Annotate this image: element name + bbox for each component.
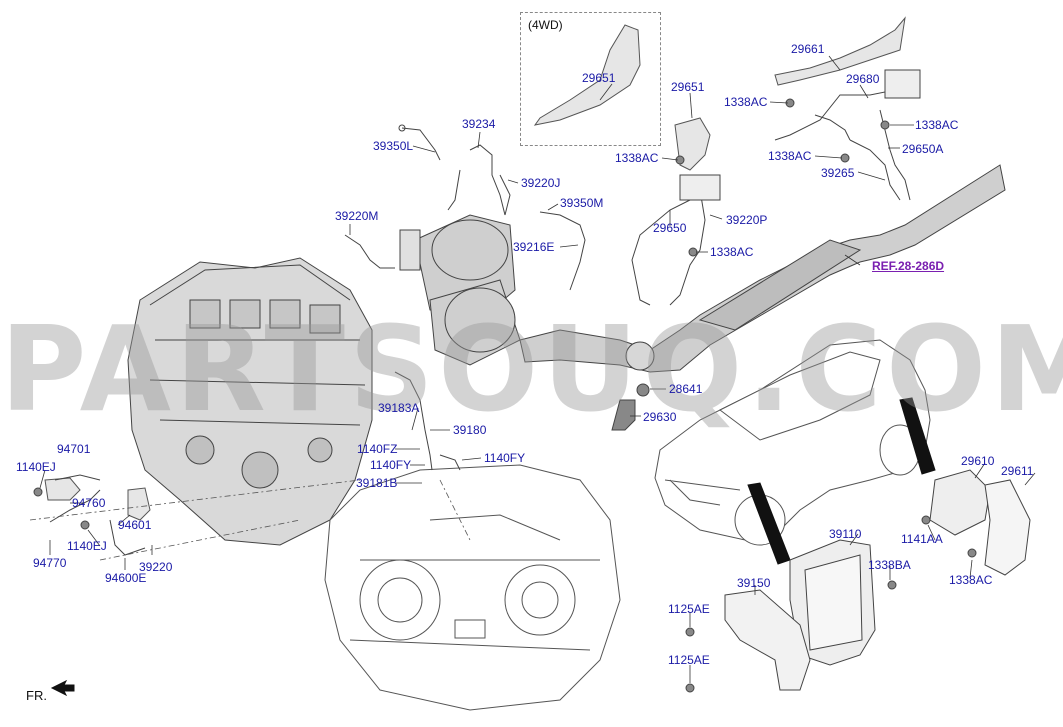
part-label-1140fy[interactable]: 1140FY	[370, 458, 412, 472]
part-label-29680[interactable]: 29680	[846, 72, 880, 86]
part-label-29661[interactable]: 29661	[791, 42, 825, 56]
location-callouts	[747, 397, 936, 565]
part-label-39110[interactable]: 39110	[829, 527, 862, 541]
catalytic-converter	[399, 214, 521, 366]
front-direction-label: FR.	[26, 688, 47, 703]
part-label-39180[interactable]: 39180	[453, 423, 487, 437]
part-label-29650a[interactable]: 29650A	[902, 142, 944, 156]
part-label-1140ej[interactable]: 1140EJ	[16, 460, 56, 474]
part-label-94601[interactable]: 94601	[118, 518, 152, 532]
leader-lines	[39, 55, 1036, 683]
part-label-39350m[interactable]: 39350M	[560, 196, 604, 210]
part-label-1338ac[interactable]: 1338AC	[768, 149, 812, 163]
part-label-1125ae[interactable]: 1125AE	[668, 602, 710, 616]
part-label-1125ae[interactable]: 1125AE	[668, 653, 710, 667]
ecu-bracket	[724, 589, 811, 691]
part-label-1140fy[interactable]: 1140FY	[484, 451, 526, 465]
part-label-94600e[interactable]: 94600E	[105, 571, 147, 585]
vehicle-outline	[654, 339, 931, 546]
part-label-1338ac[interactable]: 1338AC	[615, 151, 659, 165]
guide-lines	[29, 479, 471, 561]
part-label-1338ba[interactable]: 1338BA	[868, 558, 911, 572]
part-label-39234[interactable]: 39234	[462, 117, 496, 131]
part-label-94770[interactable]: 94770	[33, 556, 67, 570]
part-label-39150[interactable]: 39150	[737, 576, 771, 590]
part-label-1338ac[interactable]: 1338AC	[710, 245, 754, 259]
part-label-94760[interactable]: 94760	[72, 496, 106, 510]
sensor-brackets	[44, 16, 906, 521]
part-label-39216e[interactable]: 39216E	[513, 240, 555, 254]
bolts	[33, 98, 977, 693]
4wd-variant-box	[520, 12, 661, 146]
part-label-39220m[interactable]: 39220M	[335, 209, 379, 223]
part-label-39220j[interactable]: 39220J	[521, 176, 561, 190]
part-label-28641[interactable]: 28641	[669, 382, 703, 396]
front-arrow-icon	[50, 679, 75, 697]
part-label-29651[interactable]: 29651	[671, 80, 705, 94]
part-label-29610[interactable]: 29610	[961, 454, 995, 468]
ecu-module	[789, 539, 876, 666]
transmission	[324, 464, 621, 711]
control-unit	[929, 469, 1031, 576]
part-label-1338ac[interactable]: 1338AC	[915, 118, 959, 132]
part-label-39350l[interactable]: 39350L	[373, 139, 414, 153]
part-label-39265[interactable]: 39265	[821, 166, 855, 180]
part-label-1140ej[interactable]: 1140EJ	[67, 539, 107, 553]
part-label-94701[interactable]: 94701	[57, 442, 91, 456]
part-label-1338ac[interactable]: 1338AC	[949, 573, 993, 587]
part-label-39183a[interactable]: 39183A	[378, 401, 420, 415]
part-label-39220[interactable]: 39220	[139, 560, 173, 574]
part-label-29650[interactable]: 29650	[653, 221, 687, 235]
reference-link[interactable]: REF.28-286D	[872, 259, 945, 273]
part-label-39220p[interactable]: 39220P	[726, 213, 768, 227]
4wd-variant-label: (4WD)	[528, 18, 563, 32]
part-label-1140fz[interactable]: 1140FZ	[357, 442, 398, 456]
exhaust-pipe	[519, 164, 1006, 373]
part-label-29630[interactable]: 29630	[643, 410, 677, 424]
part-label-39181b[interactable]: 39181B	[356, 476, 398, 490]
engine-block	[127, 257, 373, 546]
part-label-1141aa[interactable]: 1141AA	[901, 532, 943, 546]
part-label-29611[interactable]: 29611	[1001, 464, 1034, 478]
part-label-1338ac[interactable]: 1338AC	[724, 95, 768, 109]
part-label-29651-4wd[interactable]: 29651	[582, 71, 616, 85]
